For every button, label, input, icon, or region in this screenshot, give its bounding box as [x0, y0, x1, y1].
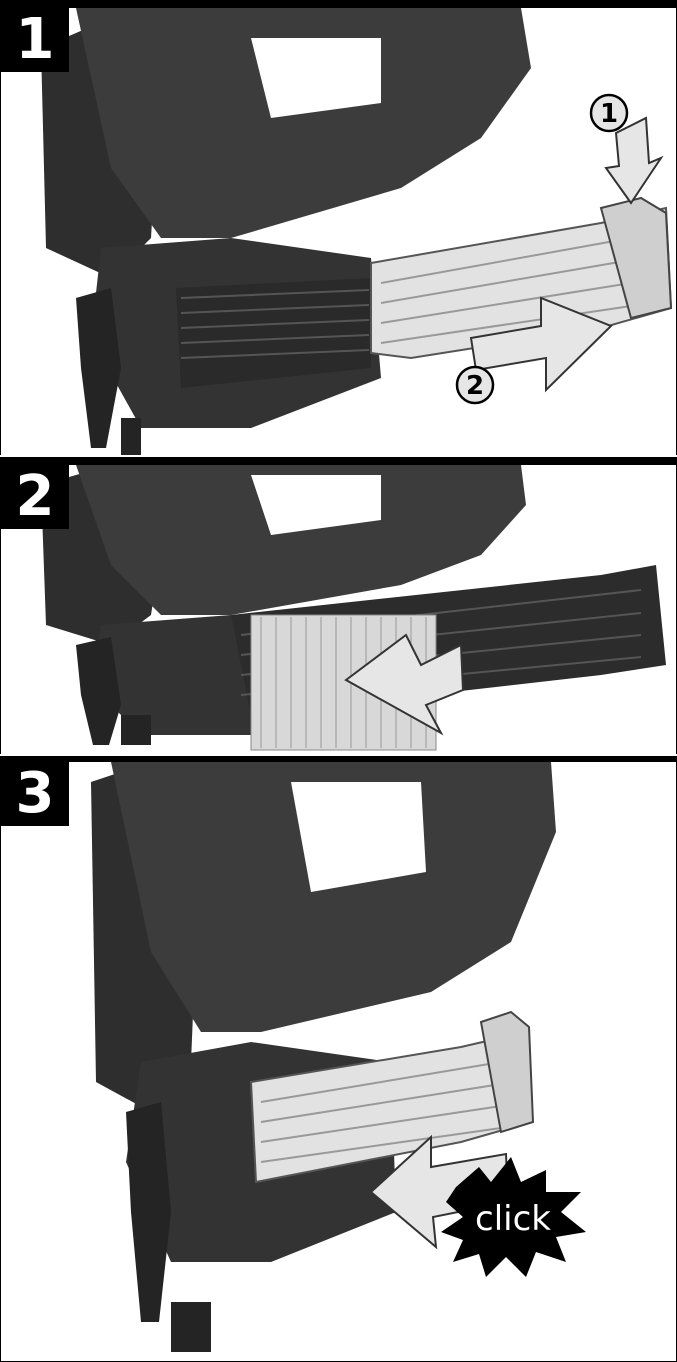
- callout-2-label: 2: [466, 371, 484, 401]
- arrow-right-icon: [469, 296, 613, 393]
- step-1-panel: 1: [0, 0, 677, 455]
- callout-1: 1: [589, 93, 629, 133]
- burst-icon: click: [441, 1157, 586, 1277]
- arrow-insert-icon: [344, 633, 465, 736]
- step-2-panel: 2: [0, 457, 677, 754]
- callout-1-label: 1: [600, 99, 618, 129]
- step-3-illustration: click: [91, 762, 586, 1352]
- step-1-badge: 1: [1, 8, 69, 72]
- arrow-down-icon: [604, 116, 664, 205]
- step-2-illustration: [41, 465, 666, 751]
- step-1-illustration: 1 2: [41, 8, 673, 455]
- nailer-icon: [41, 8, 531, 455]
- magazine-latch-icon: [249, 1010, 535, 1184]
- callout-2: 2: [455, 365, 495, 405]
- nailer-icon: [91, 762, 556, 1352]
- step-3-panel: 3 click: [0, 756, 677, 1362]
- step-2-badge: 2: [1, 465, 69, 529]
- click-label: click: [475, 1199, 551, 1239]
- step-3-badge: 3: [1, 762, 69, 826]
